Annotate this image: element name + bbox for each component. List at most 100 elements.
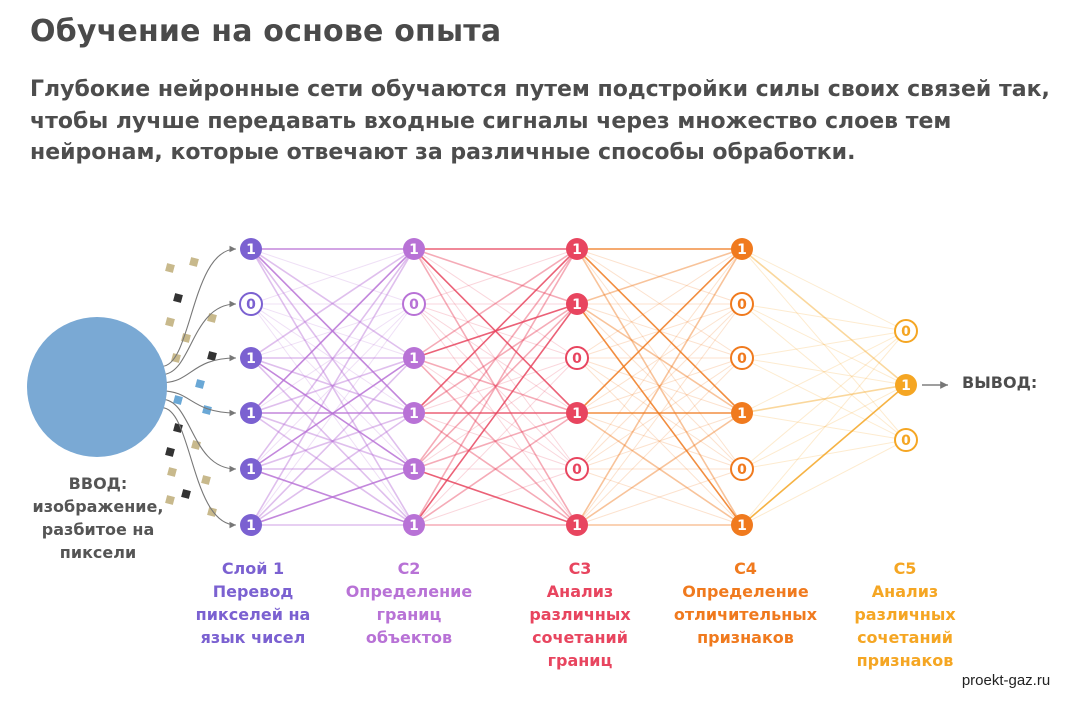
neuron-inactive: 0 bbox=[730, 346, 754, 370]
connection-line bbox=[576, 412, 743, 526]
neuron-active: 1 bbox=[731, 402, 753, 424]
watermark: proekt-gaz.ru bbox=[936, 666, 1076, 696]
connection-line bbox=[741, 384, 907, 414]
layer-desc-line: границ bbox=[376, 605, 442, 624]
connection-line bbox=[413, 412, 578, 526]
connection-line bbox=[576, 303, 743, 526]
connection-line bbox=[741, 439, 907, 526]
connection-line bbox=[741, 330, 907, 526]
connection-line bbox=[250, 248, 415, 470]
neuron-value: 1 bbox=[737, 406, 747, 422]
connection-line bbox=[576, 248, 743, 526]
layer-2-label: C2 Определение границ объектов bbox=[334, 557, 484, 649]
connection-line bbox=[576, 248, 743, 470]
pixel-square bbox=[167, 467, 177, 477]
connection-line bbox=[413, 303, 578, 470]
pixel-square bbox=[173, 423, 183, 433]
connection-line bbox=[576, 303, 743, 470]
layer-4-label: C4 Определение отличительных признаков bbox=[663, 557, 828, 649]
layer-desc-line: объектов bbox=[365, 628, 453, 647]
layer-title: C5 bbox=[893, 559, 917, 578]
pixel-square bbox=[165, 447, 175, 457]
neuron-active: 1 bbox=[240, 238, 262, 260]
connection-line bbox=[576, 468, 743, 526]
connection-line bbox=[250, 357, 415, 526]
pixel-square bbox=[181, 333, 191, 343]
connection-line bbox=[576, 468, 743, 526]
connection-line bbox=[250, 303, 415, 526]
input-arrow bbox=[161, 354, 237, 384]
neuron-inactive: 0 bbox=[730, 457, 754, 481]
layer-desc-line: пикселей на bbox=[195, 605, 311, 624]
connection-line bbox=[576, 248, 743, 359]
neuron-active: 1 bbox=[403, 238, 425, 260]
connection-line bbox=[250, 303, 415, 414]
layer-desc-line: различных bbox=[529, 605, 631, 624]
neuron-value: 1 bbox=[409, 406, 419, 422]
pixel-squares bbox=[165, 257, 217, 517]
neuron-inactive: 0 bbox=[402, 292, 426, 316]
connection-line bbox=[741, 303, 907, 386]
connection-line bbox=[413, 248, 578, 414]
connection-line bbox=[741, 303, 907, 332]
input-label-line: разбитое на bbox=[41, 520, 155, 539]
connection-line bbox=[250, 303, 415, 470]
input-arrow bbox=[161, 390, 237, 417]
neuron-active: 1 bbox=[895, 374, 917, 396]
neuron-active: 1 bbox=[731, 238, 753, 260]
pixel-square bbox=[165, 495, 175, 505]
pixel-square bbox=[181, 489, 191, 499]
neuron-value: 1 bbox=[246, 518, 256, 534]
neuron-inactive: 0 bbox=[565, 346, 589, 370]
neuron-value: 1 bbox=[409, 242, 419, 258]
connection-line bbox=[576, 248, 743, 305]
connection-line bbox=[250, 412, 415, 470]
connection-line bbox=[741, 412, 907, 441]
connection-line bbox=[741, 384, 907, 526]
layer-desc-line: Анализ bbox=[546, 582, 614, 601]
neuron-value: 1 bbox=[572, 297, 582, 313]
pixel-square bbox=[189, 257, 199, 267]
neuron-active: 1 bbox=[731, 514, 753, 536]
connection-line bbox=[413, 357, 578, 414]
connection-line bbox=[741, 248, 907, 332]
connection-line bbox=[250, 248, 415, 414]
connection-line bbox=[413, 357, 578, 414]
layer-1-label: Слой 1 Перевод пикселей на язык чисел bbox=[178, 557, 328, 649]
neuron-value: 0 bbox=[737, 462, 747, 478]
layer-desc-line: Определение bbox=[345, 582, 473, 601]
layer-desc-line: Анализ bbox=[871, 582, 939, 601]
layer-desc-line: Перевод bbox=[212, 582, 294, 601]
pixel-square bbox=[201, 475, 211, 485]
neuron-active: 1 bbox=[403, 402, 425, 424]
neuron-inactive: 0 bbox=[565, 457, 589, 481]
connection-line bbox=[576, 412, 743, 470]
neuron-value: 1 bbox=[409, 518, 419, 534]
neuron-value: 0 bbox=[572, 462, 582, 478]
connection-line bbox=[576, 248, 743, 305]
input-arrow bbox=[161, 300, 237, 376]
connection-line bbox=[576, 412, 743, 526]
neuron-active: 1 bbox=[403, 514, 425, 536]
connection-line bbox=[413, 303, 578, 526]
neuron-active: 1 bbox=[240, 347, 262, 369]
connection-line bbox=[576, 357, 743, 470]
neuron-value: 0 bbox=[737, 297, 747, 313]
connection-line bbox=[741, 330, 907, 470]
connection-line bbox=[741, 330, 907, 414]
connection-line bbox=[250, 412, 415, 526]
neuron-inactive: 0 bbox=[894, 319, 918, 343]
connection-line bbox=[576, 248, 743, 414]
connection-line bbox=[250, 412, 415, 526]
pixel-square bbox=[195, 379, 205, 389]
input-arrows bbox=[161, 245, 237, 529]
neuron-value: 0 bbox=[572, 351, 582, 367]
layer-desc-line: Определение bbox=[682, 582, 809, 601]
connection-line bbox=[741, 357, 907, 441]
neuron-value: 1 bbox=[409, 351, 419, 367]
layer-desc-line: сочетаний bbox=[532, 628, 628, 647]
connection-line bbox=[250, 357, 415, 414]
neuron-active: 1 bbox=[403, 458, 425, 480]
neuron-value: 0 bbox=[246, 297, 256, 313]
neuron-value: 1 bbox=[246, 462, 256, 478]
